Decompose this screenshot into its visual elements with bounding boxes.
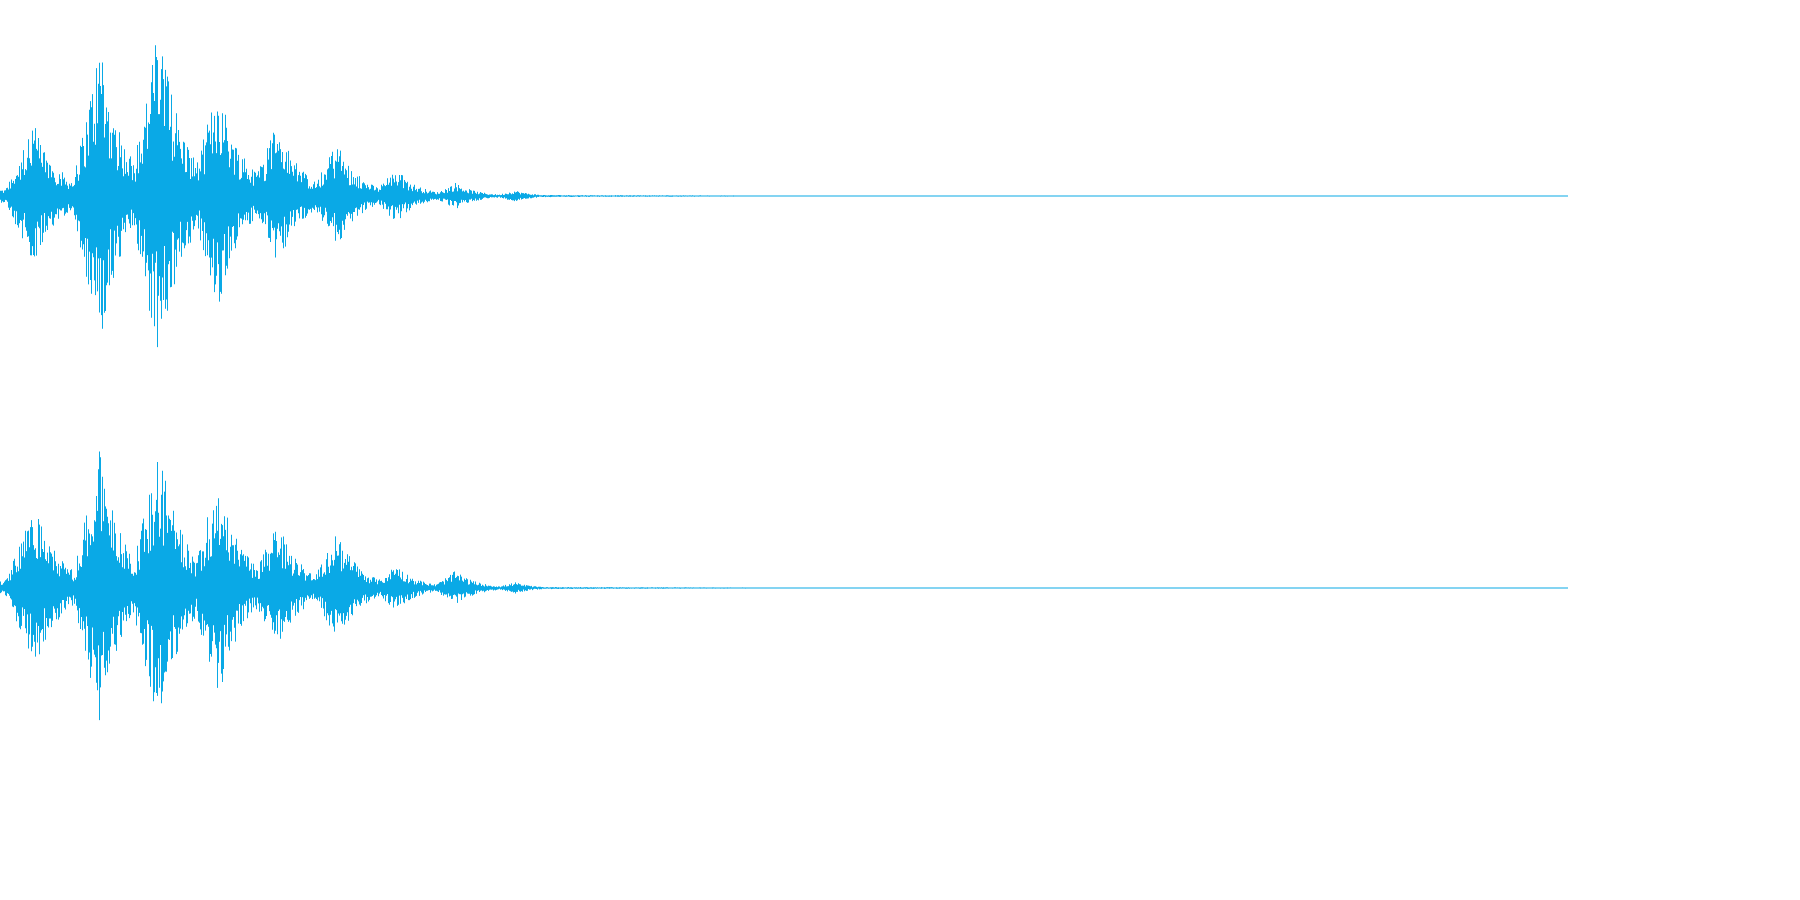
waveform-right-samples — [0, 451, 1568, 721]
waveform-channel-left — [0, 45, 1568, 348]
waveform-channel-right — [0, 451, 1568, 721]
